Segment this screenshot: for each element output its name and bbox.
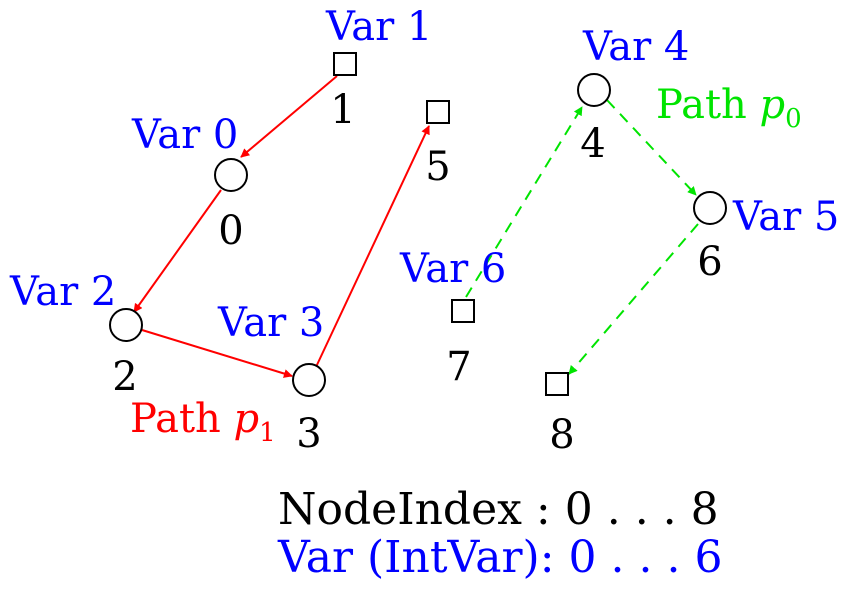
path-p0-symbol: p xyxy=(760,82,786,128)
var-label-6-node6: Var 5 xyxy=(732,194,839,240)
node-8-label: 8 xyxy=(549,412,574,458)
path-p0-subscript: 0 xyxy=(785,104,802,134)
path-p1-symbol: p xyxy=(234,396,260,442)
path-p0-label: Path p0 xyxy=(656,82,802,134)
node-6-circle xyxy=(693,191,727,225)
legend-node-index-sep: : xyxy=(522,484,565,535)
var-label-3: Var 3 xyxy=(217,300,324,346)
node-6-label: 6 xyxy=(697,239,722,285)
edge-4-6 xyxy=(606,99,697,196)
node-4-circle xyxy=(577,73,611,107)
path-p1-subscript: 1 xyxy=(259,418,276,448)
legend-var-intvar: Var (IntVar): 0 . . . 6 xyxy=(277,532,722,583)
legend-var-range: 0 . . . 6 xyxy=(569,532,723,583)
legend-node-index: NodeIndex : 0 . . . 8 xyxy=(278,484,719,535)
edge-3-5 xyxy=(315,125,430,368)
node-7-square xyxy=(451,299,475,323)
path-p0-text: Path xyxy=(656,82,760,128)
node-5-square xyxy=(426,100,450,124)
var-label-0: Var 0 xyxy=(131,112,238,158)
node-3-label: 3 xyxy=(296,411,321,457)
var-label-1: Var 1 xyxy=(325,4,432,50)
var-label-2: Var 2 xyxy=(9,269,116,315)
legend-var-name: Var (IntVar): xyxy=(277,532,555,583)
edge-6-8 xyxy=(568,223,699,375)
node-4-label: 4 xyxy=(580,121,605,167)
node-0-circle xyxy=(214,158,248,192)
edge-0-2 xyxy=(133,189,222,313)
legend-node-index-name: NodeIndex xyxy=(278,484,522,535)
node-3-circle xyxy=(292,363,326,397)
legend-node-index-range: 0 . . . 8 xyxy=(565,484,719,535)
var-label-7: Var 6 xyxy=(399,246,506,292)
node-1-label: 1 xyxy=(330,87,355,133)
node-7-label: 7 xyxy=(446,344,471,390)
node-2-circle xyxy=(109,308,143,342)
edge-2-3 xyxy=(141,329,293,378)
node-0-label: 0 xyxy=(218,208,243,254)
node-5-label: 5 xyxy=(425,144,450,190)
var-label-4: Var 4 xyxy=(582,24,689,70)
path-p1-label: Path p1 xyxy=(130,396,276,448)
node-2-label: 2 xyxy=(112,354,137,400)
node-1-square xyxy=(333,52,357,76)
path-p1-text: Path xyxy=(130,396,234,442)
node-8-square xyxy=(545,372,569,396)
edge-1-0 xyxy=(240,75,338,158)
